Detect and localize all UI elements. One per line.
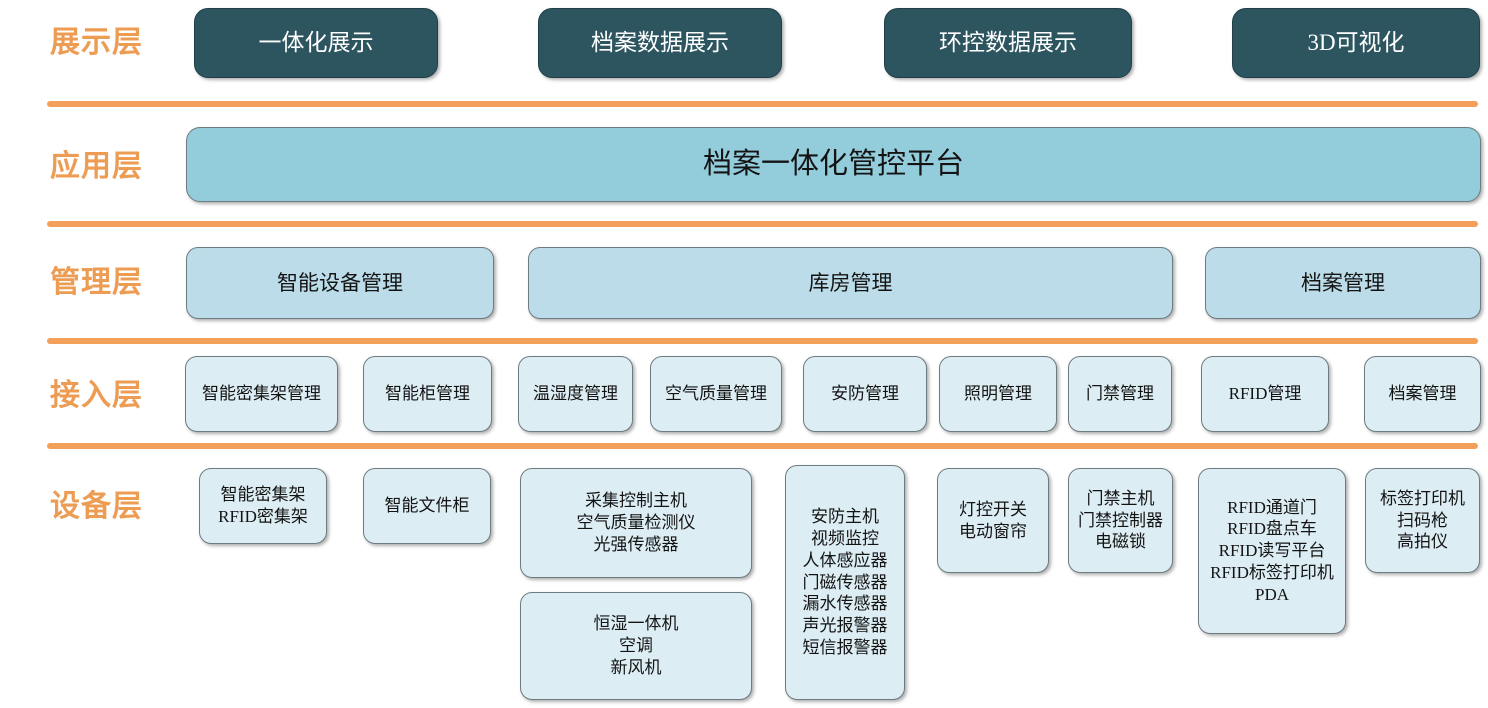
device-node-acquisition-control-host[interactable]: 采集控制主机 空气质量检测仪 光强传感器: [520, 468, 752, 578]
device-node-humidity-control-equipment[interactable]: 恒湿一体机 空调 新风机: [520, 592, 752, 700]
display-node-archive-data-presentation[interactable]: 档案数据展示: [538, 8, 782, 78]
access-node-security-management[interactable]: 安防管理: [803, 356, 927, 432]
access-node-access-control-management[interactable]: 门禁管理: [1068, 356, 1172, 432]
access-node-smart-cabinet-management[interactable]: 智能柜管理: [363, 356, 492, 432]
layer-label-display: 展示层: [50, 26, 143, 59]
management-node-archive-management[interactable]: 档案管理: [1205, 247, 1481, 319]
device-node-lighting-equipment[interactable]: 灯控开关 电动窗帘: [937, 468, 1049, 573]
layer-label-device: 设备层: [50, 490, 143, 523]
display-node-environment-data-presentation[interactable]: 环控数据展示: [884, 8, 1132, 78]
layer-label-management: 管理层: [50, 266, 143, 299]
management-node-warehouse-management[interactable]: 库房管理: [528, 247, 1173, 319]
management-node-smart-device-management[interactable]: 智能设备管理: [186, 247, 494, 319]
access-node-temperature-humidity-management[interactable]: 温湿度管理: [518, 356, 633, 432]
divider-access-device: [47, 443, 1478, 449]
access-node-rfid-management[interactable]: RFID管理: [1201, 356, 1329, 432]
access-node-lighting-management[interactable]: 照明管理: [939, 356, 1057, 432]
access-node-archive-management[interactable]: 档案管理: [1364, 356, 1481, 432]
display-node-3d-visualization[interactable]: 3D可视化: [1232, 8, 1480, 78]
divider-management-access: [47, 338, 1478, 344]
layer-label-access: 接入层: [50, 379, 143, 412]
display-node-integrated-presentation[interactable]: 一体化展示: [194, 8, 438, 78]
divider-display-application: [47, 101, 1478, 107]
device-node-smart-file-cabinet[interactable]: 智能文件柜: [363, 468, 491, 544]
device-node-access-control-equipment[interactable]: 门禁主机 门禁控制器 电磁锁: [1068, 468, 1173, 573]
device-node-rfid-equipment[interactable]: RFID通道门 RFID盘点车 RFID读写平台 RFID标签打印机 PDA: [1198, 468, 1346, 634]
device-node-label-printer-equipment[interactable]: 标签打印机 扫码枪 高拍仪: [1365, 468, 1480, 573]
layer-label-application: 应用层: [50, 150, 143, 183]
access-node-air-quality-management[interactable]: 空气质量管理: [650, 356, 782, 432]
device-node-smart-compact-shelf[interactable]: 智能密集架 RFID密集架: [199, 468, 327, 544]
device-node-security-equipment[interactable]: 安防主机 视频监控 人体感应器 门磁传感器 漏水传感器 声光报警器 短信报警器: [785, 465, 905, 700]
application-node-archive-integrated-platform[interactable]: 档案一体化管控平台: [186, 127, 1481, 202]
access-node-smart-compact-shelf-management[interactable]: 智能密集架管理: [185, 356, 338, 432]
divider-application-management: [47, 221, 1478, 227]
